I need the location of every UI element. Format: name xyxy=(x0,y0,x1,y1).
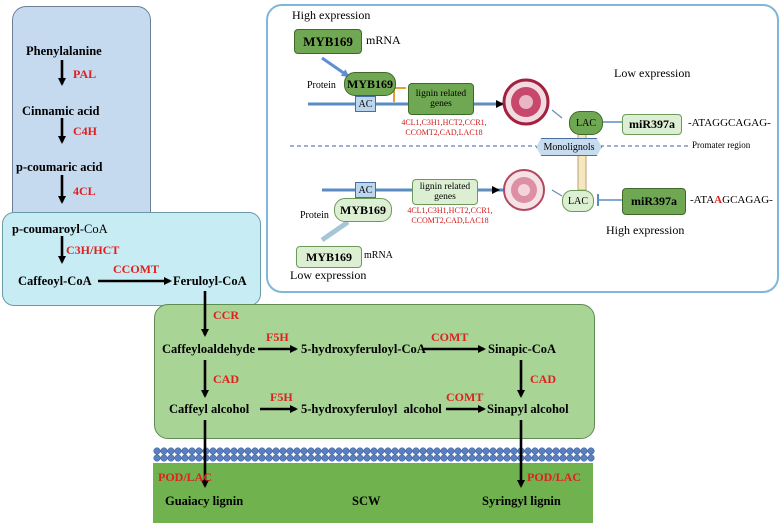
high-expression-top-label: High expression xyxy=(292,8,371,22)
cinnamic-acid-label: Cinnamic acid xyxy=(22,104,100,118)
pal-enzyme: PAL xyxy=(73,67,97,81)
pod-lac-enzyme-left: POD/LAC xyxy=(158,470,212,484)
p-coumaric-acid-label: p-coumaric acid xyxy=(16,160,103,174)
ccr-enzyme: CCR xyxy=(213,308,239,322)
c4h-enzyme: C4H xyxy=(73,124,97,138)
cell-image-bottom xyxy=(503,169,545,211)
myb169-protein-top: MYB169 xyxy=(344,72,396,96)
protein-bottom-label: Protein xyxy=(300,210,329,221)
f5h-enzyme-1: F5H xyxy=(266,330,289,344)
cad-enzyme-left: CAD xyxy=(213,372,239,386)
scw-label: SCW xyxy=(352,494,381,508)
gene-list-bottom: 4CL1,C3H1,HCT2,CCR1,CCOMT2,CAD,LAC18 xyxy=(407,206,493,225)
caffeoyl-coa-label: Caffeoyl-CoA xyxy=(18,274,92,288)
myb169-protein-bottom: MYB169 xyxy=(334,198,392,222)
feruloyl-coa-label: Feruloyl-CoA xyxy=(173,274,247,288)
ac-element-bottom: AC xyxy=(355,182,376,198)
sinapyl-alcohol-label: Sinapyl alcohol xyxy=(487,402,569,416)
f5h-enzyme-2: F5H xyxy=(270,390,293,404)
hydroxyferuloyl-coa-label: 5-hydroxyferuloyl-CoA xyxy=(301,342,426,356)
membrane xyxy=(153,447,595,462)
high-expression-bottom-label: High expression xyxy=(606,223,685,237)
lignin-genes-box-bottom: lignin related genes xyxy=(412,179,478,205)
cad-enzyme-right: CAD xyxy=(530,372,556,386)
mrna-top-label: mRNA xyxy=(366,33,401,47)
guaiacy-lignin-label: Guaiacy lignin xyxy=(165,494,244,508)
pathway-arrows xyxy=(58,60,525,488)
cell-image-top xyxy=(502,78,550,126)
pod-lac-enzyme-right: POD/LAC xyxy=(527,470,581,484)
caffeyl-alcohol-label: Caffeyl alcohol xyxy=(169,402,250,416)
c3h-hct-enzyme: C3H/HCT xyxy=(66,243,120,257)
coa-pathway-box xyxy=(2,212,261,306)
4cl-enzyme: 4CL xyxy=(73,184,96,198)
monolignols-label: Monolignols xyxy=(536,138,602,156)
lac-top: LAC xyxy=(569,111,603,135)
mir397a-box-top: miR397a xyxy=(622,114,682,135)
comt-enzyme-2: COMT xyxy=(446,390,484,404)
gene-list-top: 4CL1,C3H1,HCT2,CCR1,CCOMT2,CAD,LAC18 xyxy=(401,118,487,137)
sequence-top: -ATAGGCAGAG- xyxy=(688,117,771,129)
regulation-graphics xyxy=(290,56,690,243)
low-expression-top-label: Low expression xyxy=(614,66,691,80)
sinapic-coa-label: Sinapic-CoA xyxy=(488,342,557,356)
hydroxyferuloyl-alcohol-label: 5-hydroxyferuloyl alcohol xyxy=(301,402,442,416)
myb169-mrna-box-top: MYB169 xyxy=(294,29,362,54)
ac-element-top: AC xyxy=(355,96,376,112)
mrna-bottom-label: mRNA xyxy=(364,250,393,261)
myb169-mrna-box-bottom: MYB169 xyxy=(296,246,362,268)
promoter-region-label: Promater region xyxy=(692,140,751,150)
p-coumaroyl-coa-label: p-coumaroyl-CoA xyxy=(12,222,108,236)
scw-band xyxy=(153,463,593,523)
lac-bottom: LAC xyxy=(562,190,594,212)
lignin-genes-box-top: lignin related genes xyxy=(408,83,474,115)
protein-top-label: Protein xyxy=(307,80,336,91)
mir397a-box-bottom: miR397a xyxy=(622,188,686,215)
syringyl-lignin-label: Syringyl lignin xyxy=(482,494,561,508)
sequence-bottom: -ATAAGCAGAG- xyxy=(690,194,773,206)
ccomt-enzyme: CCOMT xyxy=(113,262,159,276)
low-expression-bottom-label: Low expression xyxy=(290,268,367,282)
comt-enzyme-1: COMT xyxy=(431,330,469,344)
caffeyloaldehyde-label: Caffeyloaldehyde xyxy=(162,342,256,356)
phenylalanine-label: Phenylalanine xyxy=(26,44,102,58)
upper-pathway-box xyxy=(12,6,151,226)
